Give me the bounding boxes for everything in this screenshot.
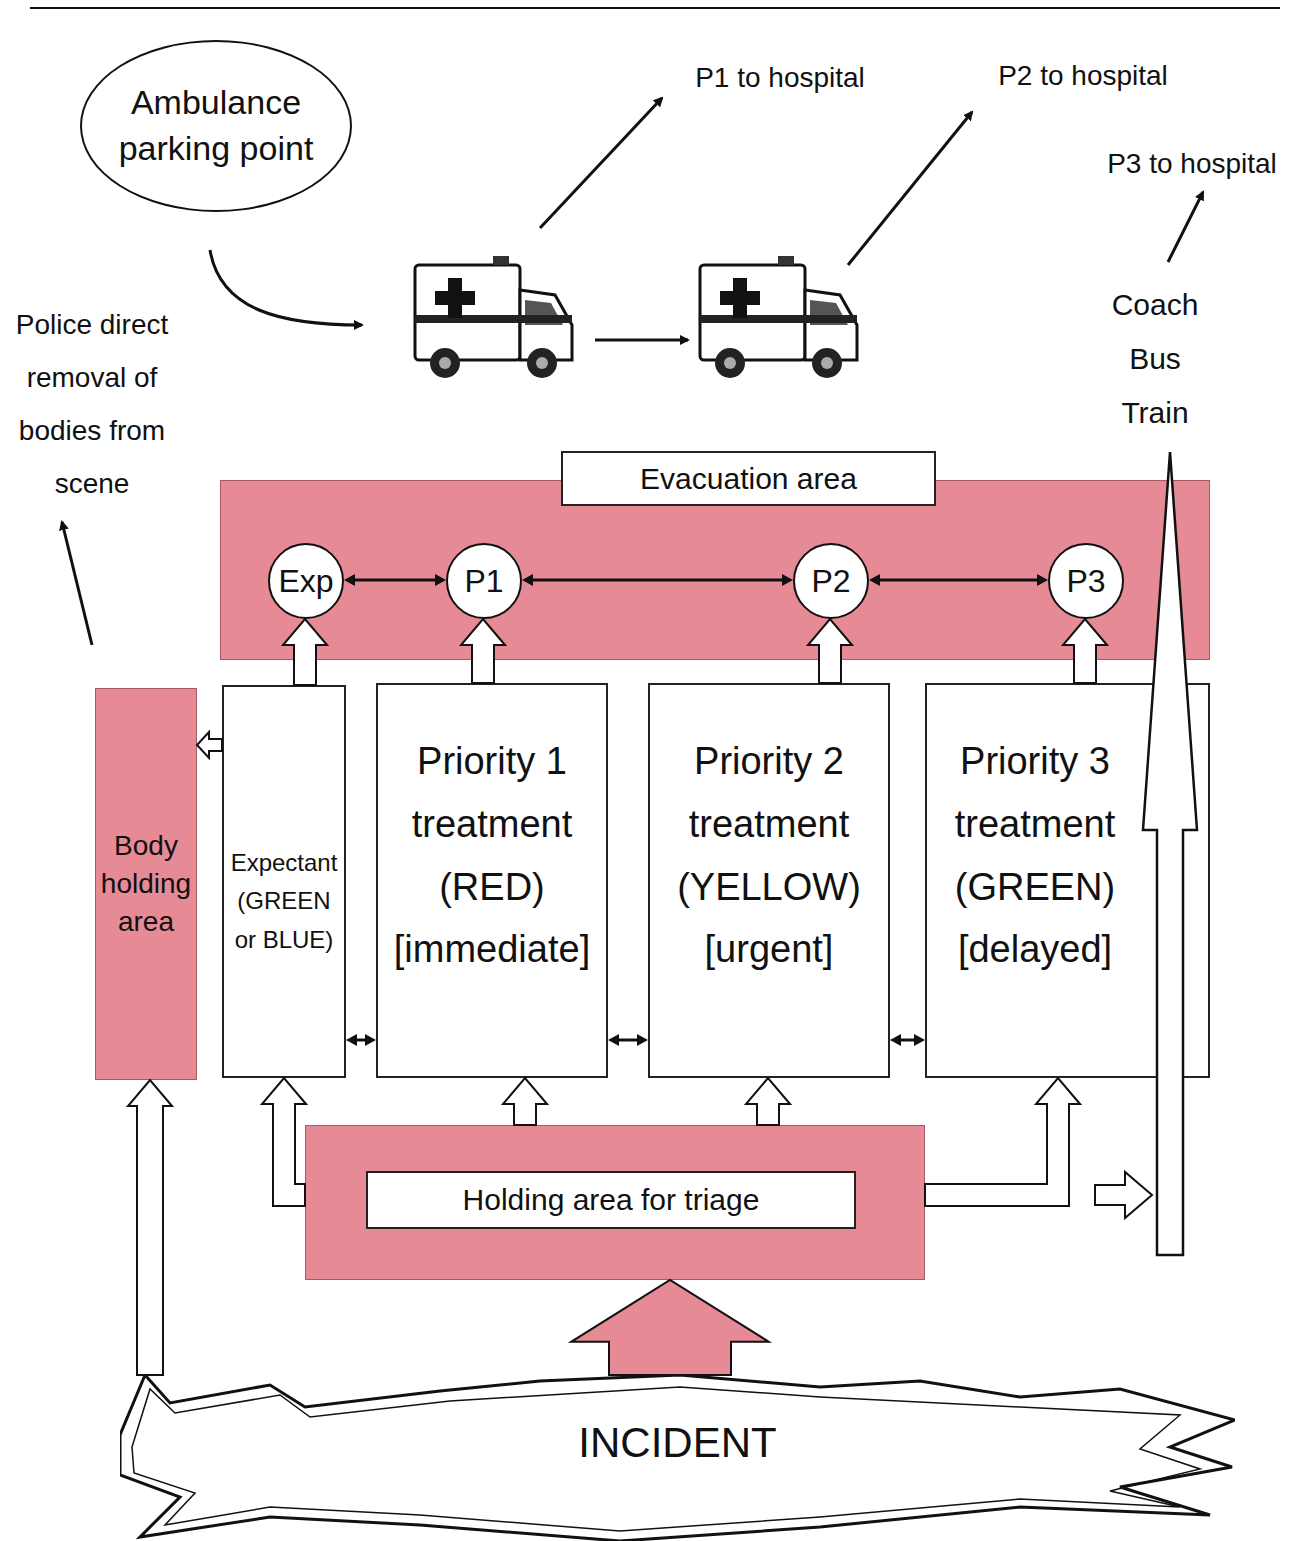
node-text: Priority 2 treatment (YELLOW) [urgent] — [660, 730, 878, 981]
node-text: Body holding area — [100, 827, 192, 940]
incident-burst: INCIDENT — [120, 1375, 1235, 1541]
connector — [262, 1078, 306, 1207]
connector — [346, 1034, 376, 1046]
hollow-arrow — [1095, 1172, 1152, 1218]
flow-arrow — [62, 522, 92, 645]
annotation-label: P1 to hospital — [660, 62, 900, 94]
expectant-box: Expectant (GREEN or BLUE) — [222, 685, 346, 1078]
flow-arrow — [1168, 192, 1203, 262]
priority-circle: P2 — [793, 543, 869, 619]
area-label: Evacuation area — [561, 451, 936, 506]
node-text: P1 — [464, 563, 503, 600]
node-text: P3 — [1066, 563, 1105, 600]
node-text: Priority 1 treatment (RED) [immediate] — [388, 730, 596, 981]
triage-holding-area: Holding area for triage — [305, 1125, 925, 1280]
connector — [746, 1078, 790, 1125]
annotation-label: Police direct removal of bodies from sce… — [6, 298, 178, 510]
node-text: Exp — [278, 563, 333, 600]
node-text: Priority 3 treatment (GREEN) [delayed] — [937, 730, 1133, 981]
priority-circle: Exp — [268, 543, 344, 619]
node-text: Expectant (GREEN or BLUE) — [230, 844, 338, 959]
flow-arrow — [595, 339, 688, 342]
parking-ellipse: Ambulance parking point — [80, 40, 352, 212]
connector — [925, 1078, 1080, 1207]
ambulance-icon — [700, 256, 857, 378]
connector — [128, 1080, 172, 1375]
ambulance-icon — [415, 256, 572, 378]
evacuation-band: Evacuation areaExpP1P2P3 — [220, 480, 1210, 660]
node-text: P2 — [811, 563, 850, 600]
annotation-label: P2 to hospital — [963, 60, 1203, 92]
connector — [571, 1280, 769, 1375]
area-label: Holding area for triage — [366, 1171, 856, 1229]
flow-arrow — [540, 98, 662, 228]
priority-box: Priority 1 treatment (RED) [immediate] — [376, 683, 608, 1078]
connector — [197, 732, 222, 758]
connector — [890, 1034, 925, 1046]
body-holding-area: Body holding area — [95, 688, 197, 1080]
node-text: INCIDENT — [578, 1419, 776, 1467]
priority-circle: P1 — [446, 543, 522, 619]
annotation-label: Coach Bus Train — [1100, 278, 1210, 440]
flow-arrow — [210, 250, 362, 325]
connector — [608, 1034, 648, 1046]
annotation-label: P3 to hospital — [1099, 148, 1285, 180]
connector — [503, 1078, 547, 1125]
priority-circle: P3 — [1048, 543, 1124, 619]
flow-arrow — [848, 112, 972, 265]
priority-box: Priority 2 treatment (YELLOW) [urgent] — [648, 683, 890, 1078]
top-rule — [30, 7, 1280, 9]
node-text: Ambulance parking point — [101, 80, 331, 172]
